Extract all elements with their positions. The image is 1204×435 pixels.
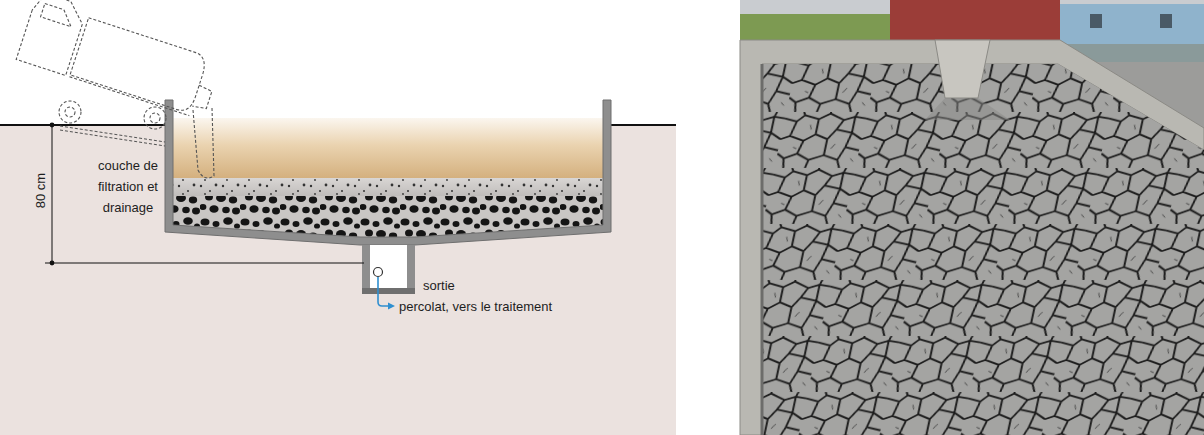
percolate-label: percolat, vers le traitement bbox=[399, 298, 552, 315]
layer-label: couche de filtration et drainage bbox=[90, 155, 166, 218]
outlet-label: sortie bbox=[423, 277, 455, 294]
dimension-label: 80 cm bbox=[33, 172, 50, 207]
